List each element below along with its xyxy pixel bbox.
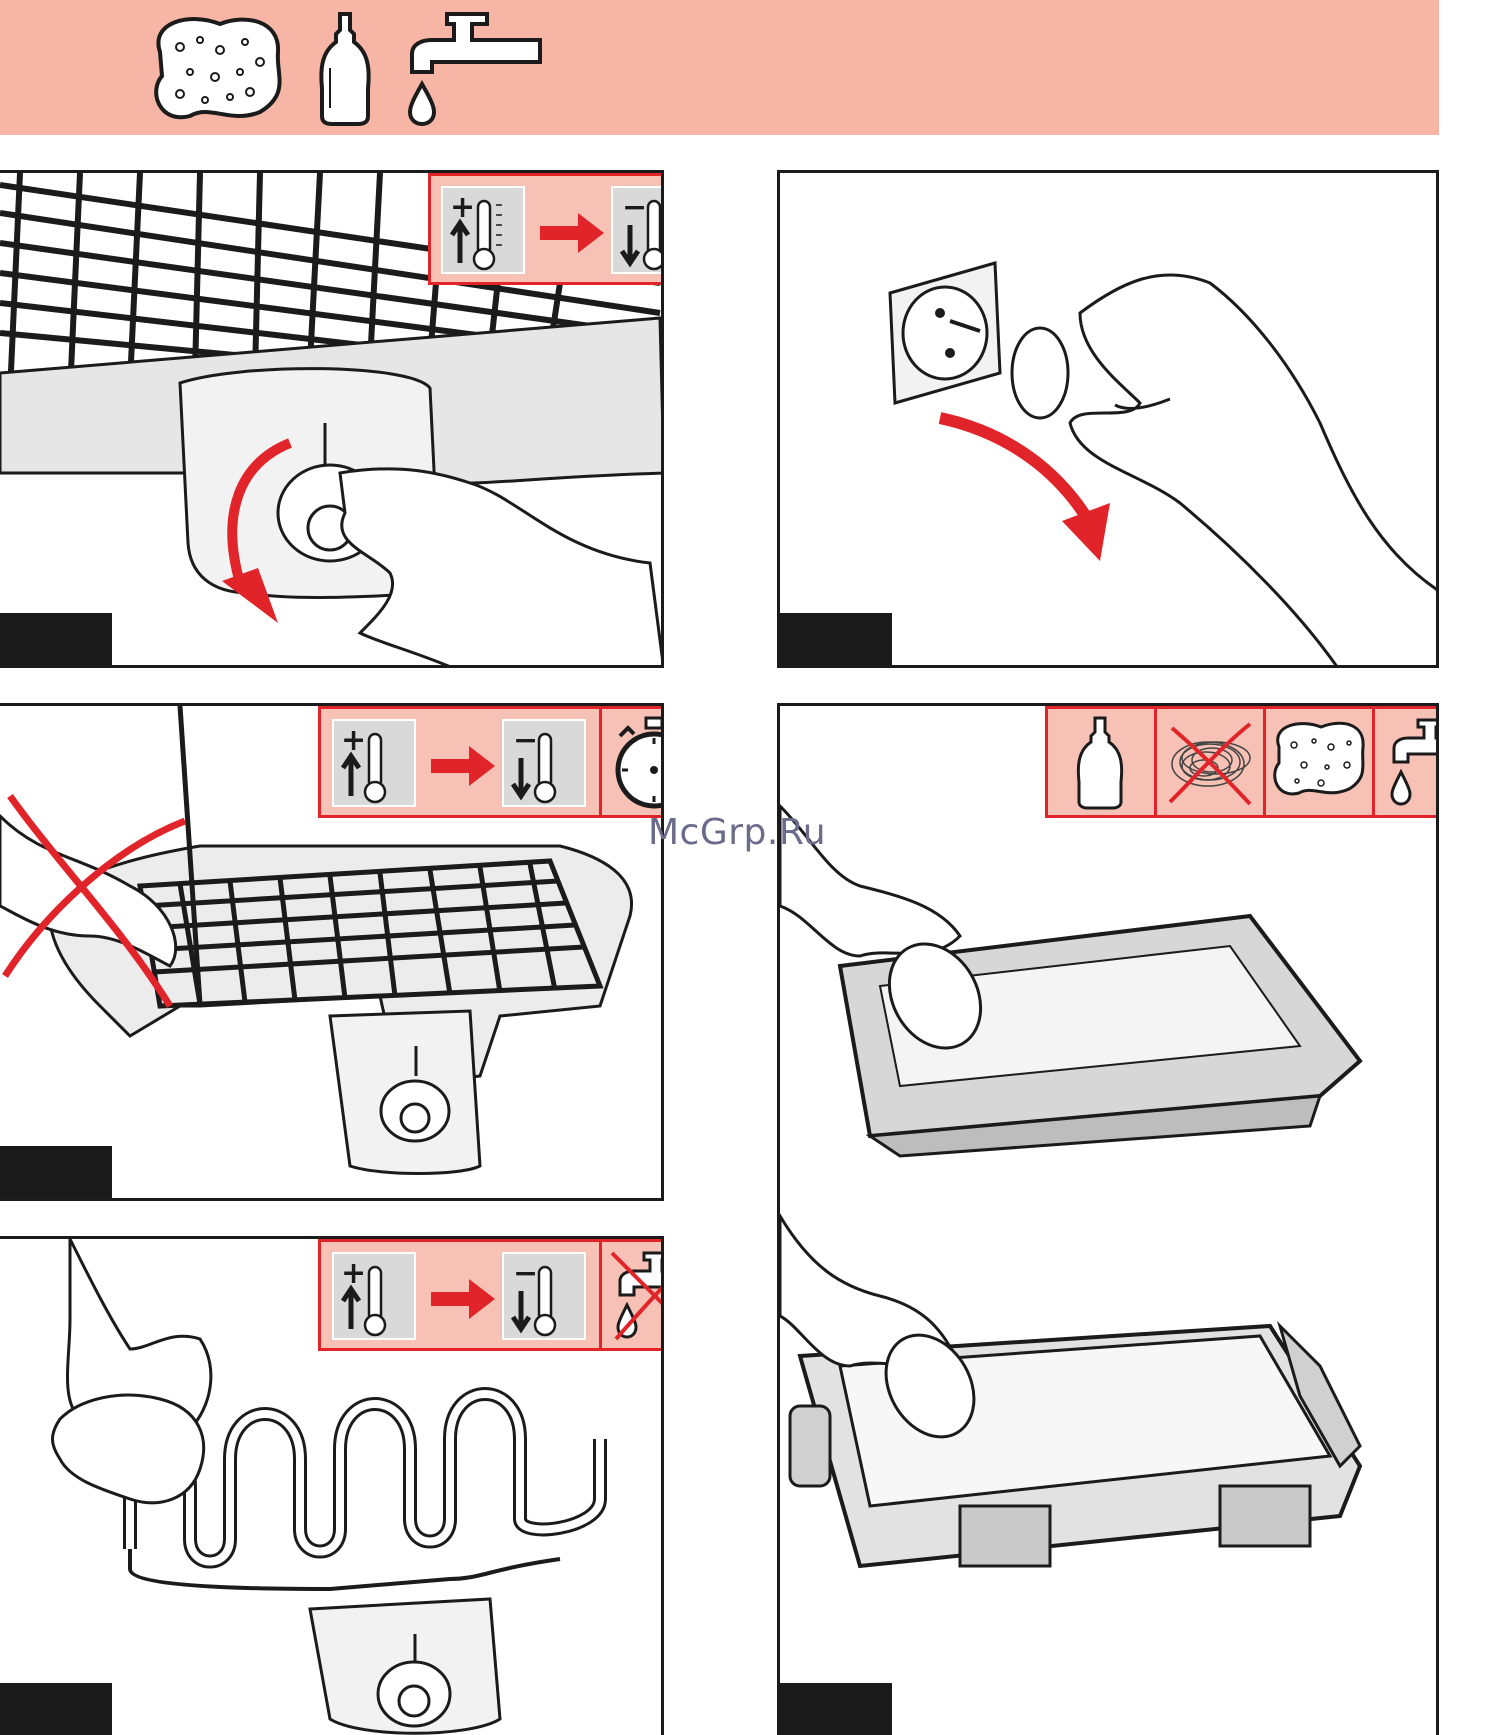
dish-soap-bottle-icon bbox=[1071, 712, 1131, 812]
watermark: McGrp.Ru bbox=[648, 812, 826, 853]
step-tab bbox=[0, 613, 112, 665]
step-tab bbox=[0, 1146, 112, 1198]
sponge-icon bbox=[1269, 717, 1369, 807]
dish-soap-bottle-icon bbox=[321, 14, 368, 124]
step-tab bbox=[780, 1683, 892, 1735]
step-tab bbox=[0, 1683, 112, 1735]
panel-3-icon-bar: + − bbox=[318, 706, 664, 818]
panel-5-icon-bar: + − bbox=[318, 1239, 664, 1351]
svg-text:−: − bbox=[513, 723, 538, 758]
hot-to-cold-sequence: + − bbox=[325, 1245, 595, 1345]
hot-to-cold-sequence: + − bbox=[434, 179, 665, 279]
panel-4-icon-bar bbox=[1045, 706, 1439, 818]
header-icons bbox=[140, 0, 760, 135]
sponge-icon bbox=[156, 19, 279, 117]
panel-do-not-touch: + − bbox=[0, 703, 664, 1201]
panel-wipe-element: + − bbox=[0, 1236, 664, 1735]
svg-text:+: + bbox=[341, 723, 366, 758]
unplug-illustration bbox=[780, 173, 1439, 668]
heating-element bbox=[130, 1394, 600, 1562]
svg-text:+: + bbox=[341, 1256, 366, 1291]
no-scouring-pad-icon bbox=[1160, 712, 1260, 812]
no-water-icon bbox=[604, 1245, 664, 1345]
stopwatch-icon bbox=[606, 714, 664, 810]
svg-text:−: − bbox=[513, 1256, 538, 1291]
svg-text:+: + bbox=[450, 190, 475, 225]
hot-to-cold-sequence: + − bbox=[325, 712, 595, 812]
header-band bbox=[0, 0, 1439, 135]
water-tap-icon bbox=[410, 14, 540, 124]
panel-thermostat-dial: + − bbox=[0, 170, 664, 668]
panel-unplug bbox=[777, 170, 1439, 668]
panel-1-icon-bar: + − bbox=[428, 173, 664, 285]
hand-holding-plug bbox=[1012, 275, 1439, 668]
step-tab bbox=[780, 613, 892, 665]
tray-washing-illustration bbox=[780, 706, 1439, 1735]
panel-wash-tray bbox=[777, 703, 1439, 1735]
water-tap-icon bbox=[1378, 712, 1439, 812]
hand-with-cloth bbox=[53, 1239, 211, 1503]
svg-text:−: − bbox=[622, 190, 647, 225]
wall-socket bbox=[890, 263, 1000, 403]
